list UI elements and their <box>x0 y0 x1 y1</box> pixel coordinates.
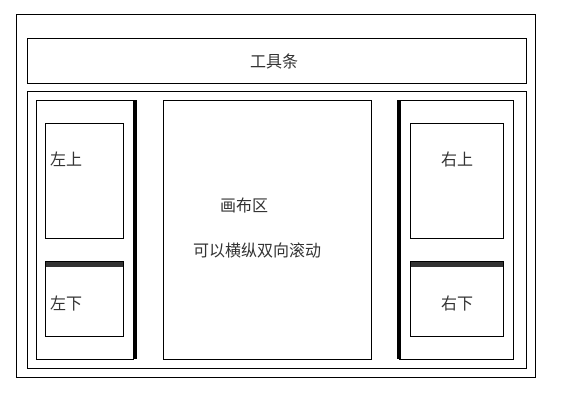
toolbar[interactable]: 工具条 <box>27 38 527 84</box>
left-top-label: 左上 <box>50 150 83 169</box>
right-top-label: 右上 <box>441 150 474 169</box>
left-panel-resize-handle[interactable] <box>133 100 137 359</box>
canvas-title: 画布区 <box>220 196 269 215</box>
toolbar-label: 工具条 <box>250 52 299 71</box>
left-bottom-label: 左下 <box>50 294 83 313</box>
left-bottom-pane-header-bar[interactable] <box>46 262 123 267</box>
canvas-description: 可以横纵双向滚动 <box>193 241 322 260</box>
right-bottom-pane[interactable]: 右下 <box>410 261 504 337</box>
canvas-area[interactable]: 画布区 可以横纵双向滚动 <box>163 100 372 360</box>
left-top-pane[interactable]: 左上 <box>45 123 124 239</box>
right-bottom-label: 右下 <box>441 294 474 313</box>
left-bottom-pane[interactable]: 左下 <box>45 261 124 337</box>
right-panel-resize-handle[interactable] <box>397 100 401 359</box>
right-top-pane[interactable]: 右上 <box>410 123 504 239</box>
right-bottom-pane-header-bar[interactable] <box>411 262 503 267</box>
